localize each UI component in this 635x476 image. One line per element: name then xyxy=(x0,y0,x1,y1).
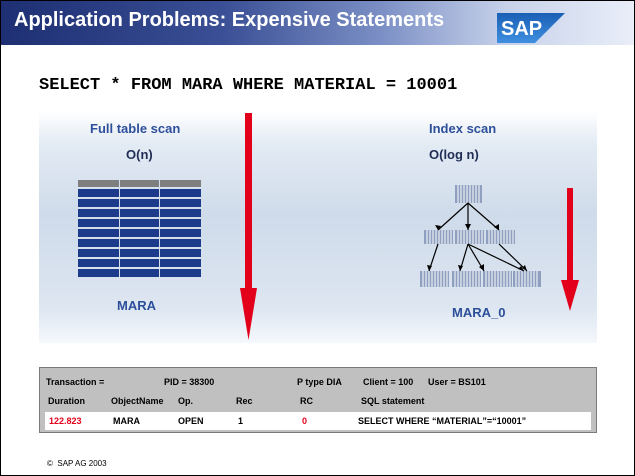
header-duration: Duration xyxy=(48,396,85,406)
trace-client: Client = 100 xyxy=(363,377,414,387)
index-scan-complexity: O(log n) xyxy=(429,147,479,162)
header-sql-statement: SQL statement xyxy=(361,396,425,406)
copyright-text: SAP AG 2003 xyxy=(57,459,107,468)
table-header-row xyxy=(78,180,201,187)
row-rec: 1 xyxy=(238,416,244,426)
header-rc: RC xyxy=(300,396,313,406)
trace-pid: PID = 38300 xyxy=(164,377,215,387)
row-op: OPEN xyxy=(178,416,204,426)
index-root-node xyxy=(455,185,482,203)
header-object-name: ObjectName xyxy=(111,396,164,406)
row-object-name: MARA xyxy=(113,416,140,426)
index-scan-title: Index scan xyxy=(429,121,497,136)
row-duration: 122.823 xyxy=(49,416,82,426)
trace-transaction: Transaction = xyxy=(46,377,105,387)
copyright-icon: © xyxy=(47,459,53,468)
slide-header: Application Problems: Expensive Statemen… xyxy=(1,1,634,45)
full-scan-arrow xyxy=(240,113,257,340)
header-op: Op. xyxy=(178,396,193,406)
sap-logo: SAP xyxy=(497,13,565,43)
full-scan-table-name: MARA xyxy=(117,298,156,313)
scan-comparison-panel: Full table scan O(n) MARA Index scan O(l… xyxy=(39,111,597,343)
header-rec: Rec xyxy=(236,396,253,406)
row-rc: 0 xyxy=(302,416,308,426)
trace-user: User = BS101 xyxy=(428,377,486,387)
svg-text:SAP: SAP xyxy=(501,18,542,40)
table-data-rows xyxy=(78,189,201,277)
slide-title: Application Problems: Expensive Statemen… xyxy=(14,9,445,31)
full-scan-complexity: O(n) xyxy=(126,147,153,162)
index-tree xyxy=(420,185,541,287)
index-scan-index-name: MARA_0 xyxy=(452,305,506,320)
copyright-footer: © SAP AG 2003 xyxy=(47,459,107,468)
trace-ptype: P type DIA xyxy=(297,377,342,387)
scan-diagram xyxy=(78,113,579,340)
sql-trace-box: Transaction = PID = 38300 P type DIA Cli… xyxy=(39,367,597,433)
index-tree-arrowheads xyxy=(427,224,527,271)
trace-row: 122.823 MARA OPEN 1 0 SELECT WHERE “MATE… xyxy=(45,412,591,430)
index-branch-nodes xyxy=(424,230,515,244)
index-scan-arrow xyxy=(561,188,579,311)
full-scan-title: Full table scan xyxy=(90,121,181,136)
index-leaf-nodes xyxy=(420,271,541,287)
sql-statement: SELECT * FROM MARA WHERE MATERIAL = 1000… xyxy=(39,76,458,95)
row-sql-statement: SELECT WHERE “MATERIAL”=“10001” xyxy=(358,416,527,426)
